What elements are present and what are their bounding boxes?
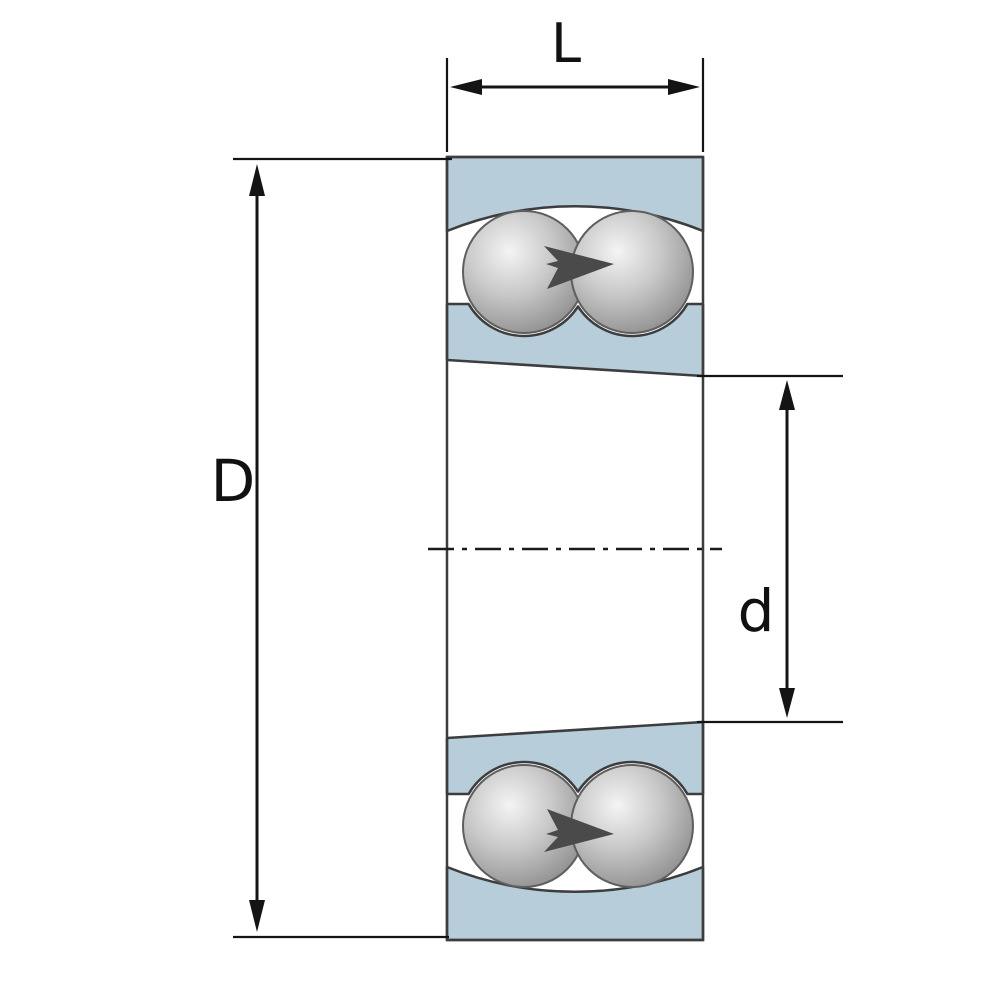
arrowhead-left-icon xyxy=(450,79,482,95)
arrowhead-up-icon xyxy=(249,164,265,196)
label-outer-diameter: D xyxy=(211,447,256,515)
dimension-bore-diameter-d: d xyxy=(697,374,843,724)
dimension-outer-diameter-D: D xyxy=(211,157,452,939)
outer-ring-bottom xyxy=(445,865,705,942)
dimension-width-L: L xyxy=(445,12,705,152)
arrowhead-down-icon xyxy=(249,900,265,932)
arrowhead-right-icon xyxy=(668,79,700,95)
arrowhead-down-icon xyxy=(779,688,795,718)
label-bore-diameter: d xyxy=(738,577,775,645)
inner-ring-top xyxy=(445,302,705,378)
bearing-section xyxy=(445,155,705,942)
cage-clip-bottom xyxy=(544,809,614,852)
label-width: L xyxy=(551,12,581,75)
arrowhead-up-icon xyxy=(779,380,795,410)
inner-ring-bottom xyxy=(445,720,705,796)
outer-ring-top xyxy=(445,155,705,233)
cage-clip-top xyxy=(544,246,614,289)
